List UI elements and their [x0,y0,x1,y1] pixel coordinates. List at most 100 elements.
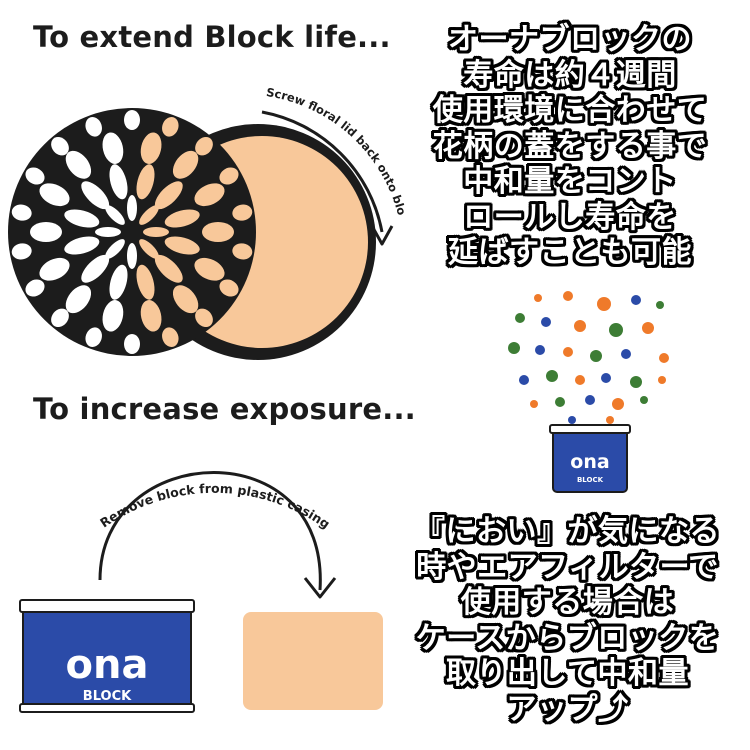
jp2-line: 時やエアフィルターで [416,549,719,585]
dot [609,323,623,337]
lid-petal [219,279,239,297]
lid-petal [194,183,225,207]
jp1-line: 延ばすことも可能 [448,235,692,270]
lid-petal [172,150,199,179]
jp1-line: 使用環境に合わせて [432,93,708,128]
jp2-line: 『におい』が気になる [415,514,720,549]
heading-increase-exposure: To increase exposure... [33,392,416,426]
lid-petal [85,117,102,137]
lid-petal [139,239,159,259]
jp2-line: アップ⤴ [506,691,629,727]
lid-petal [105,205,125,225]
lid-petal [202,222,234,242]
lid-petal [95,227,121,237]
japanese-exposure-text: 『におい』が気になる 時やエアフィルターで 使用する場合は ケースからブロックを… [385,514,750,727]
dot [640,396,648,404]
lid-petal [164,236,200,255]
lid-petal [127,243,137,269]
dot [621,349,631,359]
jp1-line: オーナブロックの [448,22,692,57]
lid-petal [39,257,70,281]
jp1-line: 花柄の蓋をする事で [432,128,708,164]
dot [612,398,624,410]
jp1-line: 寿命は約４週間 [463,57,677,93]
lid-petal [81,254,110,283]
heading-extend-block-life: To extend Block life... [33,20,391,54]
dot [606,416,614,424]
dot [535,345,545,355]
jp2-line: 取り出して中和量 [445,656,690,691]
jp1-line: ロールし寿命を [463,199,677,235]
lid-petal [11,204,32,221]
dot [563,291,573,301]
lid-petal [154,181,183,210]
lid-petal [139,205,159,225]
dot [546,370,558,382]
lid-petal [105,239,125,259]
jp1-line: 中和量をコント [463,164,677,199]
lid-petal [140,132,162,164]
lid-petal [109,164,128,200]
dot [597,297,611,311]
lid-petal [143,227,169,237]
lid-petal [194,257,225,281]
dot [574,320,586,332]
lid-petal [30,222,62,242]
dot [659,353,669,363]
small-ona-block-can: ona BLOCK [549,424,631,493]
lid-petal [232,243,253,260]
dot [568,416,576,424]
lid-petal [172,285,199,314]
dot [601,373,611,383]
lid-petal [136,164,155,200]
dot [658,376,666,384]
jp2-line: 使用する場合は [460,585,675,620]
lid-petal [85,327,102,347]
lid-petal [65,285,92,314]
lid-petal [65,150,92,179]
curved-arrow-icon-bottom [98,471,337,599]
dot [508,342,520,354]
dot [534,294,542,302]
dot [515,313,525,323]
dot [541,317,551,327]
dot [631,295,641,305]
lid-petal [51,308,69,328]
small-can-type: BLOCK [577,476,604,484]
ona-block-can: ona BLOCK [19,599,195,713]
lid-petal [25,279,45,297]
lid-petal [39,183,70,207]
lid-petal [195,308,213,328]
lid-petal [11,243,32,260]
lid-petal [64,209,100,228]
dot [555,397,565,407]
peach-block [243,612,383,710]
lid-petal [127,195,137,221]
lid-petal [219,167,239,185]
dot [575,375,585,385]
lid-petal [162,117,179,137]
lid-petal [124,110,140,130]
lid-petal [25,167,45,185]
dot [590,350,602,362]
lid-petal [51,136,69,156]
lid-petal [195,136,213,156]
lid-petal [124,334,140,354]
lid-petal [164,209,200,228]
lid-petal [109,264,128,300]
lid-petal [162,327,179,347]
floral-lid-icon [8,108,256,356]
dot [519,375,529,385]
lid-petal [64,236,100,255]
can-brand: ona [66,642,149,688]
lid-petal [81,181,110,210]
dot [642,322,654,334]
japanese-block-life-text: オーナブロックの 寿命は約４週間 使用環境に合わせて 花柄の蓋をする事で 中和量… [405,22,735,271]
jp2-line: ケースからブロックを [415,620,720,656]
dot [530,400,538,408]
scattered-dots-icon [508,291,669,424]
lid-petal [102,132,124,164]
lid-petal [232,204,253,221]
lid-petal [154,254,183,283]
